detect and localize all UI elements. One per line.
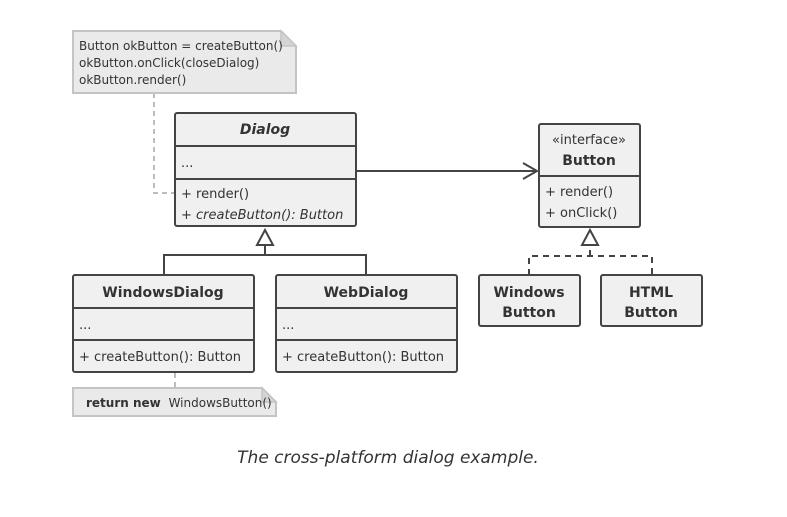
- class-windows-button: Windows Button: [478, 274, 581, 327]
- class-method: + createButton(): Button: [79, 350, 241, 365]
- realization-branch: [528, 255, 653, 275]
- class-method: + createButton(): Button: [282, 350, 444, 365]
- interface-name: Button: [562, 153, 616, 169]
- class-web-dialog: WebDialog ... + createButton(): Button: [275, 274, 458, 373]
- interface-button: «interface» Button + render() + onClick(…: [538, 123, 641, 228]
- class-windows-dialog: WindowsDialog ... + createButton(): Butt…: [72, 274, 255, 373]
- class-name-line: HTML: [629, 285, 673, 301]
- connectors: [153, 93, 653, 388]
- note-line: Button okButton = createButton(): [79, 39, 283, 53]
- class-name: Dialog: [240, 122, 290, 138]
- class-dialog: Dialog ... + render() + createButton(): …: [174, 112, 357, 227]
- class-html-button: HTML Button: [600, 274, 703, 327]
- client-note-connector: [153, 93, 175, 194]
- interface-method: + render(): [545, 185, 613, 200]
- class-method: + render(): [181, 187, 249, 202]
- class-fields: ...: [282, 318, 294, 333]
- class-name-line: Button: [624, 305, 678, 321]
- inheritance-branch: [163, 254, 367, 275]
- class-name-line: Button: [502, 305, 556, 321]
- interface-method: + onClick(): [545, 206, 617, 221]
- note-line: okButton.render(): [79, 73, 186, 87]
- class-name: WebDialog: [324, 285, 409, 301]
- svg-text:return new WindowsButton: return new WindowsButton(): [86, 396, 272, 410]
- return-value: WindowsButton(): [169, 396, 272, 410]
- interface-stereotype: «interface»: [552, 133, 626, 148]
- inheritance-arrowhead: [255, 227, 275, 246]
- association-arrowhead: [522, 162, 540, 180]
- class-name-line: Windows: [493, 285, 564, 301]
- return-keyword: return new: [86, 396, 161, 410]
- class-fields: ...: [79, 318, 91, 333]
- figure-caption: The cross-platform dialog example.: [237, 448, 539, 468]
- class-name: WindowsDialog: [102, 285, 223, 301]
- client-code-note: Button okButton = createButton() okButto…: [72, 29, 298, 94]
- class-method: + createButton(): Button: [181, 208, 343, 223]
- realization-arrowhead: [580, 227, 600, 246]
- return-note: return new WindowsButton(): [72, 386, 278, 417]
- note-line: okButton.onClick(closeDialog): [79, 56, 259, 70]
- class-fields: ...: [181, 156, 193, 171]
